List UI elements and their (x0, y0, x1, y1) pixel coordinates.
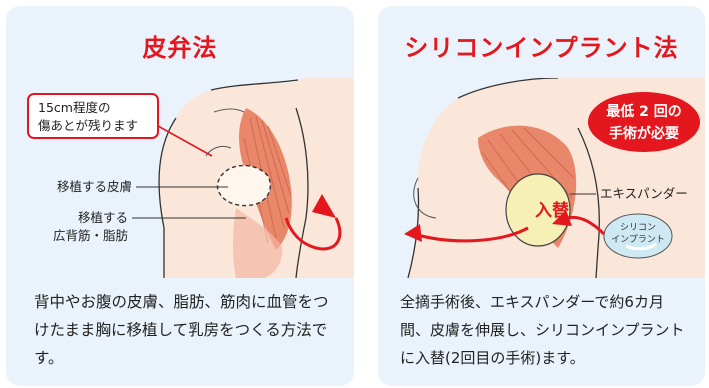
implant-label-2: インプラント (611, 234, 665, 245)
card-implant-method: シリコンインプラント法 エキスパンダー 最低 2 回の 手術が必要 入替 シリコ… (378, 6, 705, 386)
description: 全摘手術後、エキスパンダーで約6カ月間、皮膚を伸展し、シリコンインプラントに入替… (400, 288, 691, 372)
card-title: シリコンインプラント法 (378, 28, 705, 63)
callout-line-1: 15cm程度の (38, 100, 110, 115)
badge-line-2: 手術が必要 (609, 125, 679, 142)
implant-label-1: シリコン (620, 223, 656, 233)
card-title: 皮弁法 (6, 28, 354, 63)
label-muscle-1: 移植する (78, 210, 128, 225)
callout-line-2: 傷あとが残ります (38, 118, 138, 133)
badge-line-1: 最低 2 回の (606, 103, 682, 120)
card-flap-method: 皮弁法 15cm程度の 傷あとが残ります 移植する皮膚 移植する 広背筋・脂肪 … (6, 6, 354, 386)
implant-method-illustration: エキスパンダー 最低 2 回の 手術が必要 入替 シリコン インプラント (378, 78, 705, 278)
description: 背中やお腹の皮膚、脂肪、筋肉に血管をつけたまま胸に移植して乳房をつくる方法です。 (34, 288, 336, 372)
badge (588, 92, 700, 152)
skin-paddle (217, 166, 270, 206)
label-expander: エキスパンダー (600, 186, 688, 201)
label-skin: 移植する皮膚 (57, 179, 132, 194)
remove-arrow-head (404, 224, 422, 242)
label-muscle-2: 広背筋・脂肪 (53, 228, 128, 243)
flap-method-illustration: 15cm程度の 傷あとが残ります 移植する皮膚 移植する 広背筋・脂肪 (6, 78, 354, 278)
